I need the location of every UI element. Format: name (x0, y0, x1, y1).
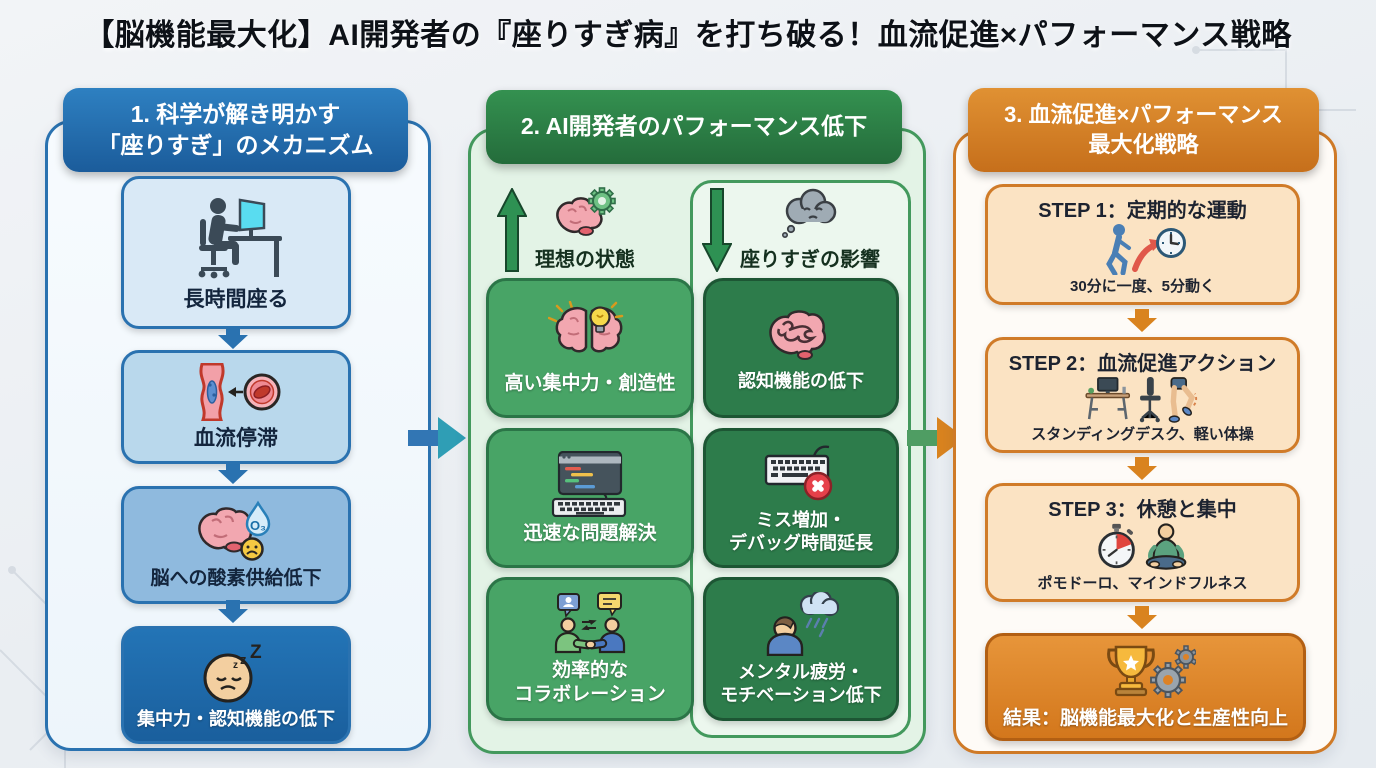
step-caption: ポモドーロ、マインドフルネス (1037, 575, 1248, 592)
impact-item-bugs: ミス増加・ デバッグ時間延長 (703, 428, 899, 568)
down-arrow-icon (1127, 309, 1157, 332)
desk-chair-stretch-icon (1084, 376, 1197, 423)
mechanism-header: 1. 科学が解き明かす 「座りすぎ」のメカニズム (63, 88, 408, 172)
code-keyboard-icon (551, 450, 627, 517)
result-label: 結果：脳機能最大化と生産性向上 (1002, 708, 1288, 729)
step-caption: スタンディングデスク、軽い体操 (1031, 426, 1254, 443)
mechanism-step-label: 脳への酸素供給低下 (150, 568, 322, 590)
up-arrow-icon (497, 188, 527, 272)
ideal-item-label: 効率的な コラボレーション (514, 659, 666, 705)
rain-person-icon (766, 592, 839, 656)
impact-item-label: ミス増加・ デバッグ時間延長 (729, 510, 873, 553)
down-arrow-icon (702, 188, 732, 272)
sitting-impact-header: 座りすぎの影響 (702, 188, 898, 272)
sitting-impact-label: 座りすぎの影響 (740, 249, 880, 271)
down-arrow-icon (1127, 457, 1157, 480)
impact-item-label: 認知機能の低下 (738, 371, 864, 392)
strategy-step-2: STEP 2：血流促進アクション スタンディングデスク、軽い体操 (985, 337, 1300, 453)
mechanism-step-sitting: 長時間座る (121, 176, 351, 329)
gloomy-cloud-icon (782, 188, 837, 238)
svg-text:z: z (233, 660, 238, 671)
brain-oxygen-icon: O₃ (198, 500, 271, 561)
step-title: STEP 3：休憩と集中 (1048, 499, 1237, 521)
brain-gear-icon (556, 187, 616, 236)
performance-header: 2. AI開発者のパフォーマンス低下 (486, 90, 902, 164)
svg-text:Z: Z (250, 642, 262, 663)
collaboration-icon (554, 591, 626, 653)
strategy-step-3: STEP 3：休憩と集中 ポモドーロ、マインドフルネス (985, 483, 1300, 602)
pomodoro-mindfulness-icon (1097, 523, 1186, 570)
svg-text:z: z (240, 652, 247, 667)
down-arrow-icon (218, 461, 248, 484)
sleepy-face-icon: Z z z (203, 642, 262, 703)
strategy-header: 3. 血流促進×パフォーマンス 最大化戦略 (968, 88, 1319, 172)
step-caption: 30分に一度、5分動く (1069, 278, 1216, 295)
ideal-item-label: 高い集中力・創造性 (504, 372, 676, 394)
right-arrow-icon (907, 417, 965, 459)
mechanism-step-label: 集中力・認知機能の低下 (137, 708, 335, 729)
impact-item-cognition: 認知機能の低下 (703, 278, 899, 418)
svg-text:O₃: O₃ (250, 518, 266, 533)
down-arrow-icon (218, 600, 248, 623)
mechanism-step-label: 長時間座る (183, 288, 289, 312)
step-title: STEP 2：血流促進アクション (1008, 353, 1277, 375)
ideal-item-collaboration: 効率的な コラボレーション (486, 577, 694, 721)
page-title: 【脳機能最大化】AI開発者の『座りすぎ病』を打ち破る！血流促進×パフォーマンス戦… (84, 19, 1292, 52)
mechanism-step-label: 血流停滞 (194, 426, 278, 450)
ideal-state-label: 理想の状態 (535, 249, 635, 271)
ideal-item-focus: 高い集中力・創造性 (486, 278, 694, 418)
ideal-item-problem-solving: 迅速な問題解決 (486, 428, 694, 568)
person-sitting-desk-icon (198, 198, 282, 279)
right-arrow-icon (408, 417, 466, 459)
ideal-state-header: 理想の状態 (497, 187, 687, 272)
strategy-result: 結果：脳機能最大化と生産性向上 (985, 633, 1306, 741)
ideal-item-label: 迅速な問題解決 (523, 522, 657, 544)
trophy-gear-icon (1106, 645, 1196, 698)
step-title: STEP 1：定期的な運動 (1038, 200, 1247, 222)
walking-clock-icon (1105, 224, 1186, 275)
impact-item-mental: メンタル疲労・ モチベーション低下 (703, 577, 899, 721)
down-arrow-icon (218, 326, 248, 349)
brain-bulb-icon (548, 300, 624, 353)
down-arrow-icon (1127, 606, 1157, 629)
tangled-brain-icon (769, 310, 827, 361)
impact-item-label: メンタル疲労・ モチベーション低下 (720, 662, 882, 705)
keyboard-error-icon (764, 445, 833, 501)
mechanism-step-cognition: Z z z 集中力・認知機能の低下 (121, 626, 351, 744)
strategy-step-1: STEP 1：定期的な運動 30分に一度、5分動く (985, 184, 1300, 305)
mechanism-step-bloodflow: 血流停滞 (121, 350, 351, 464)
blood-vessel-icon (199, 362, 281, 421)
mechanism-step-oxygen: O₃ 脳への酸素供給低下 (121, 486, 351, 604)
